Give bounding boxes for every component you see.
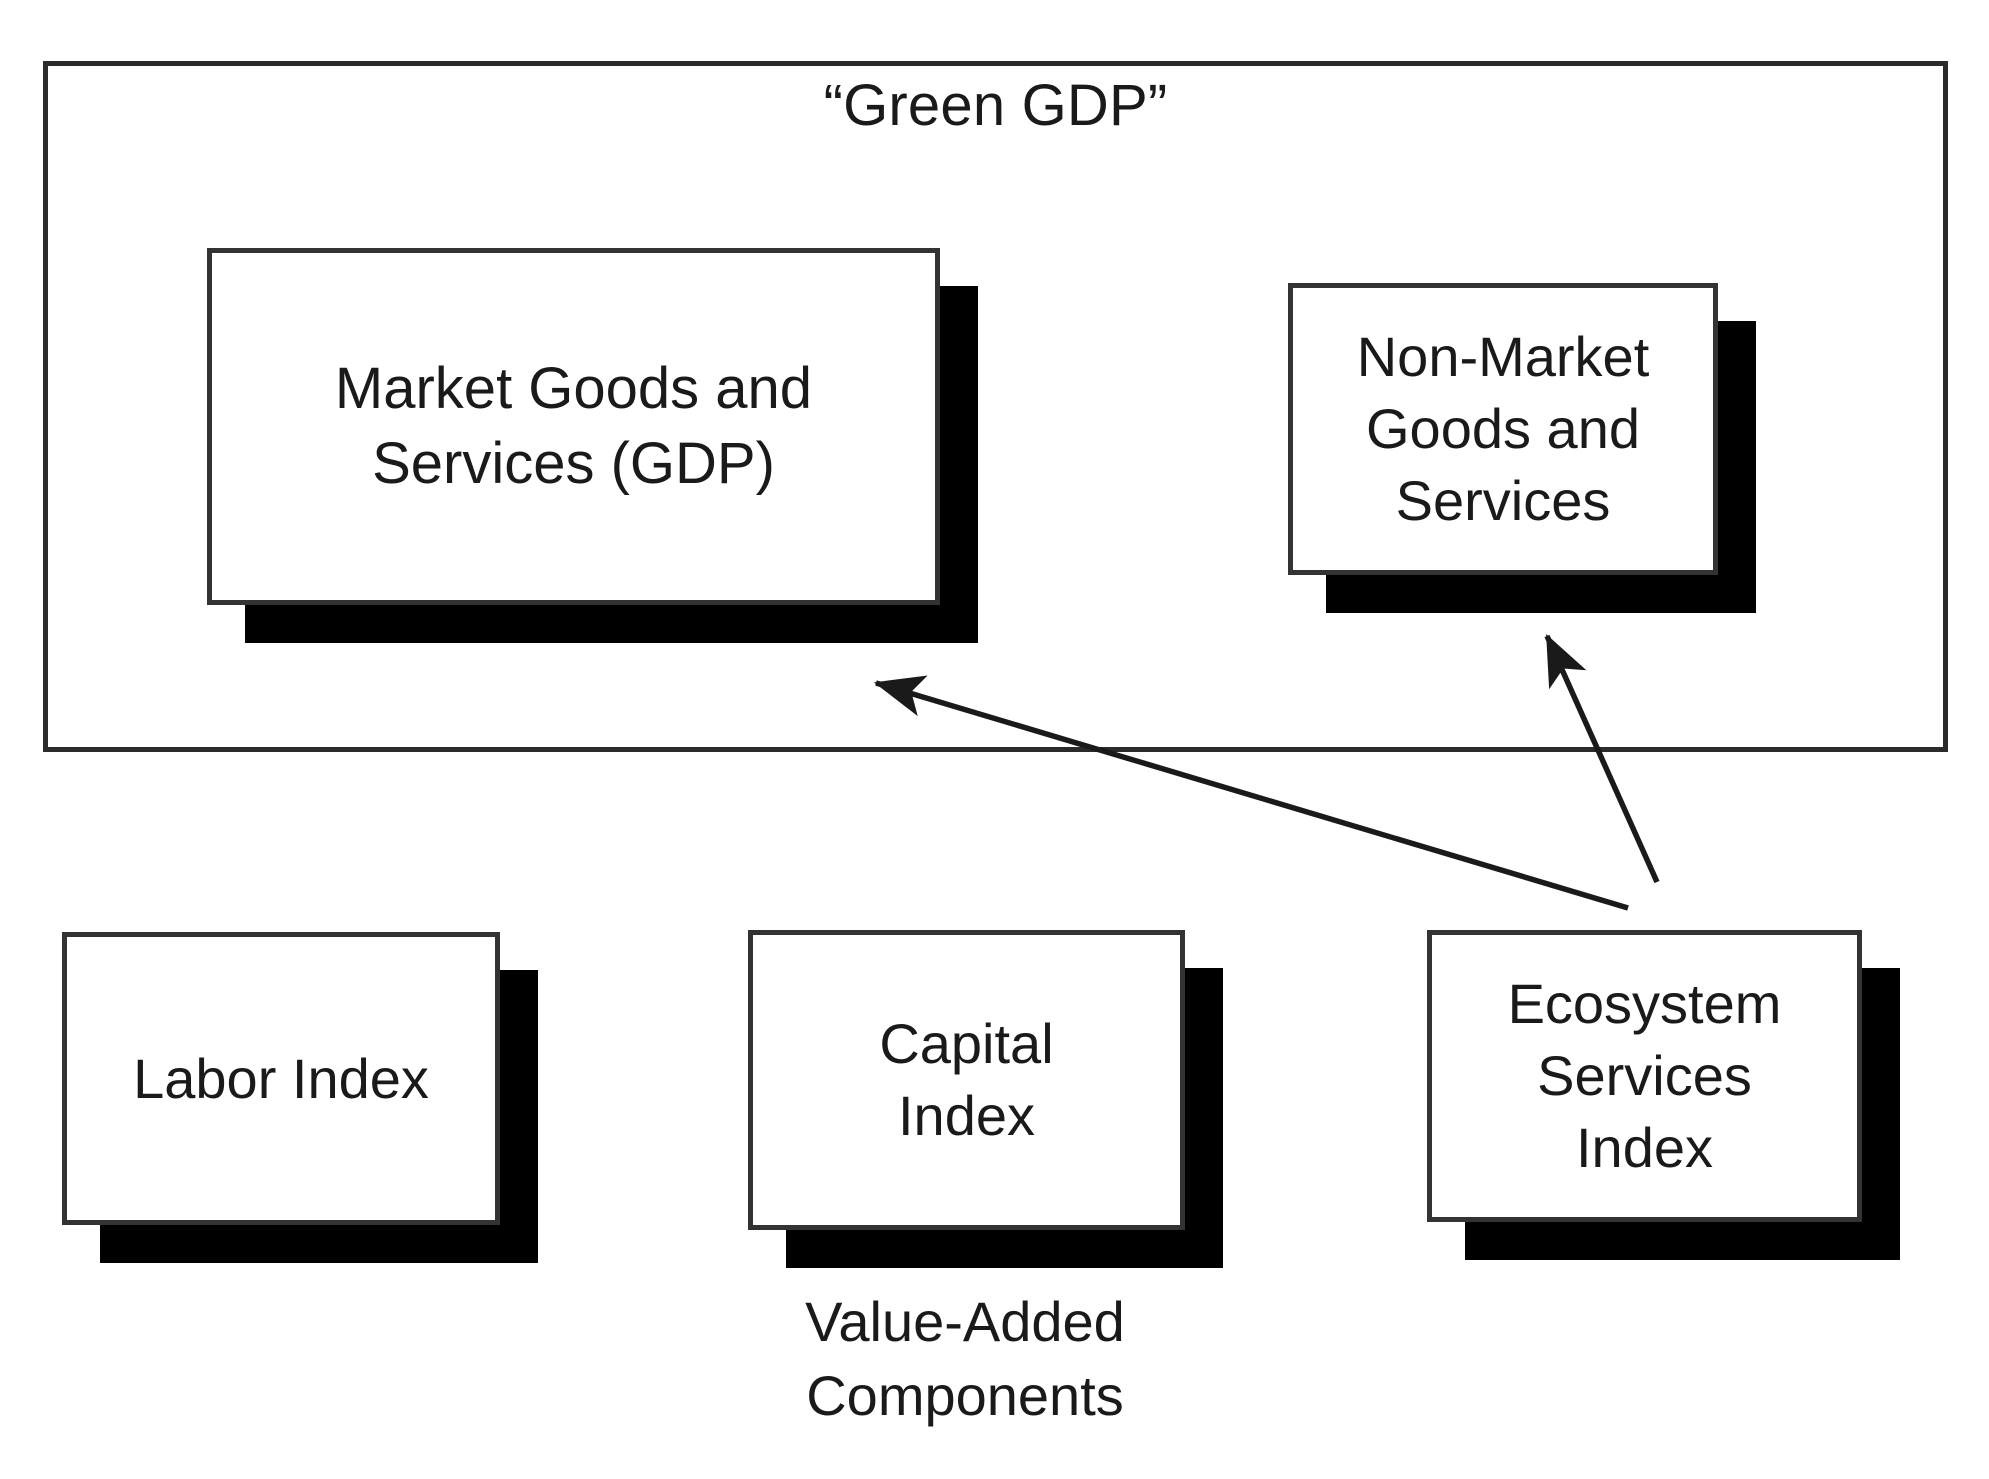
node-non-market-goods[interactable]: Non-Market Goods and Services [1288,283,1756,613]
node-label-capital-index: Capital Index [879,1012,1054,1147]
node-market-goods[interactable]: Market Goods and Services (GDP) [207,248,978,643]
green-gdp-title: “Green GDP” [823,73,1168,138]
node-label-labor-index: Labor Index [133,1046,429,1110]
node-face: Market Goods and Services (GDP) [207,248,940,605]
node-face: Labor Index [62,932,500,1225]
node-ecosystem-services-index[interactable]: Ecosystem Services Index [1427,930,1900,1260]
node-face: Non-Market Goods and Services [1288,283,1718,575]
node-label-ecosystem-services-index: Ecosystem Services Index [1507,972,1782,1179]
node-label-non-market-goods: Non-Market Goods and Services [1356,325,1650,532]
node-label-market-goods: Market Goods and Services (GDP) [334,356,813,496]
node-face: Ecosystem Services Index [1427,930,1862,1222]
value-added-components-caption: Value-Added Components [805,1290,1125,1427]
node-face: Capital Index [748,930,1185,1230]
node-labor-index[interactable]: Labor Index [62,932,538,1263]
node-capital-index[interactable]: Capital Index [748,930,1223,1268]
